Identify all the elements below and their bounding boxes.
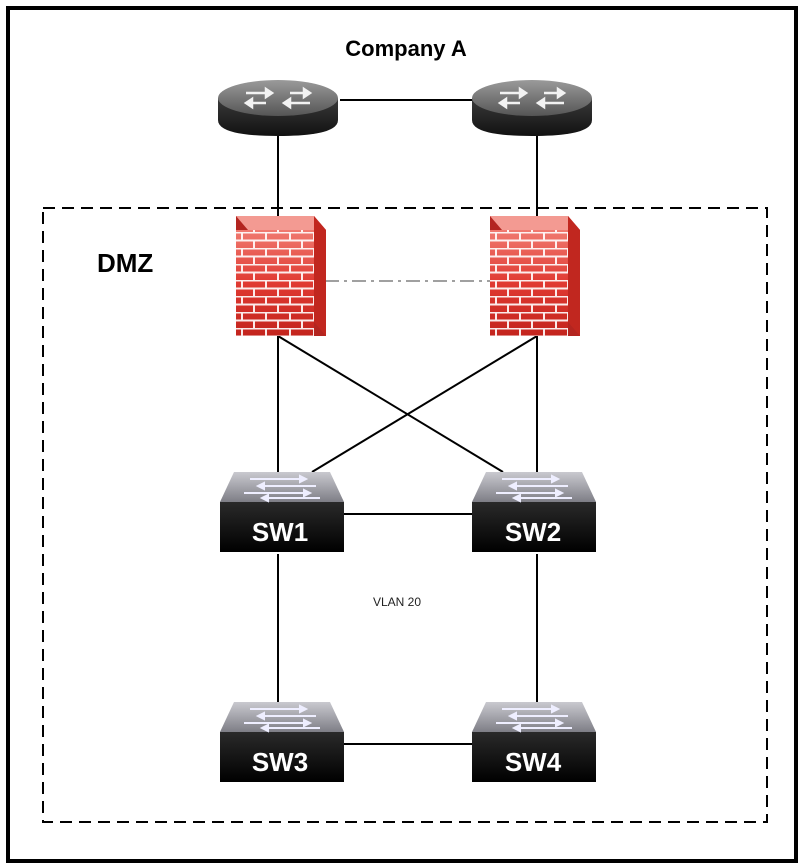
sw4-label: SW4	[505, 747, 562, 777]
link-fw1-sw2	[277, 335, 504, 473]
link-fw2-sw1	[311, 335, 538, 473]
router-1-icon	[216, 78, 340, 138]
diagram-frame	[6, 6, 798, 863]
sw3-label: SW3	[252, 747, 308, 777]
links	[277, 99, 538, 745]
router-2-icon	[470, 78, 594, 138]
dmz-boundary	[42, 207, 768, 823]
firewall-2-icon	[490, 216, 580, 336]
diagram-title: Company A	[345, 36, 467, 61]
sw2-label: SW2	[505, 517, 561, 547]
firewall-1-icon	[236, 216, 326, 336]
dmz-label: DMZ	[97, 248, 153, 278]
sw1-label: SW1	[252, 517, 308, 547]
vlan-label: VLAN 20	[373, 595, 421, 609]
